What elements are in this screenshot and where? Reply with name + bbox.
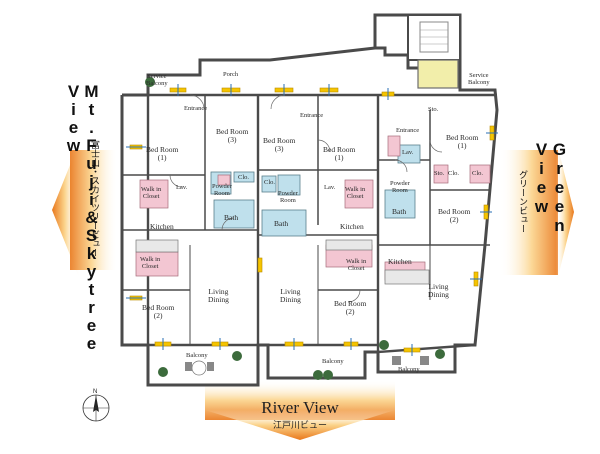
- kitchen-counters: [135, 239, 430, 285]
- svg-text:N: N: [93, 389, 97, 395]
- bedroom1-c-label: Bed Room(1): [446, 133, 479, 150]
- bedroom1-a-label: Bed Room(1): [146, 145, 179, 162]
- bedroom3-a-label: Bed Room(3): [216, 127, 249, 144]
- left-view-title: Mt.Fuji&Skytree View: [64, 82, 101, 352]
- sto-c-label: Sto.: [434, 170, 445, 177]
- bottom-view-subtitle: 江戸川ビュー: [272, 420, 327, 430]
- right-view-subtitle: グリーンビュー: [518, 170, 528, 233]
- left-view-subtitle: 富士山・スカイツリービュー: [90, 140, 100, 257]
- doors: [169, 94, 443, 303]
- view-arrow-left: [52, 140, 118, 280]
- lav-c-label: Lav.: [402, 149, 414, 156]
- bedroom1-b-label: Bed Room(1): [323, 145, 356, 162]
- kitchen-b-label: Kitchen: [340, 222, 364, 231]
- bath-a-label: Bath: [224, 213, 239, 222]
- closets: [135, 135, 491, 281]
- wet-areas: [210, 144, 421, 237]
- clo-a-label: Clo.: [238, 174, 250, 181]
- bedroom2-b-label: Bed Room(2): [334, 299, 367, 316]
- balcony-b-label: Balcony: [322, 358, 344, 365]
- bath-b-label: Bath: [274, 219, 289, 228]
- clo-c-label: Clo.: [448, 170, 460, 177]
- entrance-a-label: Entrance: [184, 105, 208, 112]
- view-arrow-right: [500, 140, 574, 285]
- kitchen-a-label: Kitchen: [150, 222, 174, 231]
- lav-a-label: Lav.: [176, 184, 188, 191]
- balcony-furniture: [145, 77, 445, 380]
- compass-icon: N: [82, 389, 110, 422]
- bedroom2-c-label: Bed Room(2): [438, 207, 471, 224]
- porch-label: Porch: [223, 71, 239, 78]
- bottom-view-title: River View: [261, 398, 339, 417]
- clo-b-label: Clo.: [264, 179, 276, 186]
- sto-label: Sto.: [428, 106, 439, 113]
- bedroom3-b-label: Bed Room(3): [263, 136, 296, 153]
- entrance-c-label: Entrance: [396, 127, 420, 134]
- bedroom2-a-label: Bed Room(2): [142, 303, 175, 320]
- clo-c2-label: Clo.: [472, 170, 484, 177]
- right-view-title: Green View: [532, 140, 569, 235]
- entrance-b-label: Entrance: [300, 112, 324, 119]
- kitchen-c-label: Kitchen: [388, 257, 412, 266]
- bath-c-label: Bath: [392, 207, 407, 216]
- balcony-c-label: Balcony: [398, 366, 420, 373]
- stair-tower: [407, 14, 461, 89]
- lav-b-label: Lav.: [324, 184, 336, 191]
- view-arrow-bottom: [205, 380, 395, 440]
- window-arrows: [126, 84, 498, 356]
- balcony-a-label: Balcony: [186, 352, 208, 359]
